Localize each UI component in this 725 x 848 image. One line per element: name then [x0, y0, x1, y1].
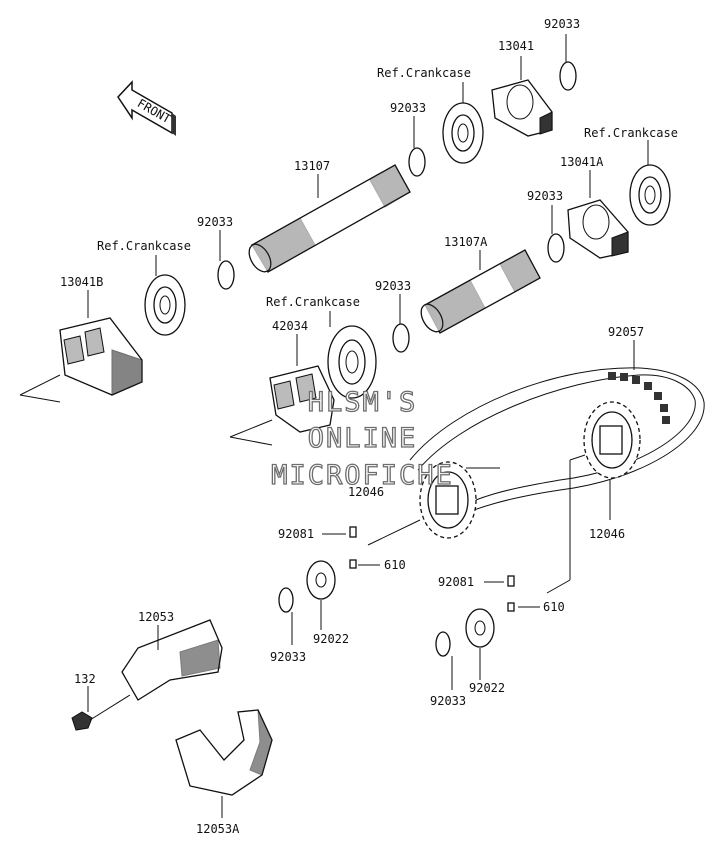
- label-92033: 92033: [375, 279, 411, 293]
- bearing-right: [629, 164, 671, 226]
- label-12046: 12046: [589, 527, 625, 541]
- chain-guide-12053: [121, 619, 223, 701]
- label-12053: 12053: [138, 610, 174, 624]
- shaft-13107: [248, 164, 411, 273]
- label-ref-crankcase: Ref.Crankcase: [97, 239, 191, 253]
- hub-42034: [269, 365, 335, 433]
- sprocket-left: [419, 461, 477, 539]
- damper-13041: [491, 79, 553, 137]
- pins: [349, 526, 515, 612]
- hub-13041B: [59, 317, 143, 396]
- label-13041A: 13041A: [560, 155, 604, 169]
- label-12046: 12046: [348, 485, 384, 499]
- label-12053A: 12053A: [196, 822, 240, 836]
- label-ref-crankcase: Ref.Crankcase: [584, 126, 678, 140]
- front-arrow-icon: FRONT: [117, 80, 176, 136]
- label-13107: 13107: [294, 159, 330, 173]
- label-92033: 92033: [430, 694, 466, 708]
- label-92033: 92033: [390, 101, 426, 115]
- label-92033: 92033: [527, 189, 563, 203]
- circlips: [217, 61, 577, 657]
- label-92033: 92033: [197, 215, 233, 229]
- label-92022: 92022: [469, 681, 505, 695]
- label-92022: 92022: [313, 632, 349, 646]
- chain-guide-12053A: [175, 709, 273, 796]
- label-ref-crankcase: Ref.Crankcase: [266, 295, 360, 309]
- label-13107A: 13107A: [444, 235, 488, 249]
- label-610: 610: [384, 558, 406, 572]
- damper-13041A: [567, 199, 629, 259]
- sprocket-right: [583, 401, 641, 479]
- washers: [306, 560, 495, 648]
- label-610: 610: [543, 600, 565, 614]
- bearing-middle: [327, 325, 377, 399]
- label-92033: 92033: [544, 17, 580, 31]
- shaft-13107A: [420, 249, 541, 334]
- bearing-left: [144, 274, 186, 336]
- label-92033: 92033: [270, 650, 306, 664]
- label-ref-crankcase: Ref.Crankcase: [377, 66, 471, 80]
- chain: [409, 367, 705, 531]
- bolt-132: [71, 694, 131, 731]
- label-13041: 13041: [498, 39, 534, 53]
- leader-lines: [19, 34, 649, 818]
- label-132: 132: [74, 672, 96, 686]
- label-13041B: 13041B: [60, 275, 103, 289]
- label-92081: 92081: [438, 575, 474, 589]
- part-labels: 92033 13041 Ref.Crankcase 92033 Ref.Cran…: [60, 17, 678, 836]
- label-42034: 42034: [272, 319, 308, 333]
- label-92057: 92057: [608, 325, 644, 339]
- bearing-top: [442, 102, 484, 164]
- label-92081: 92081: [278, 527, 314, 541]
